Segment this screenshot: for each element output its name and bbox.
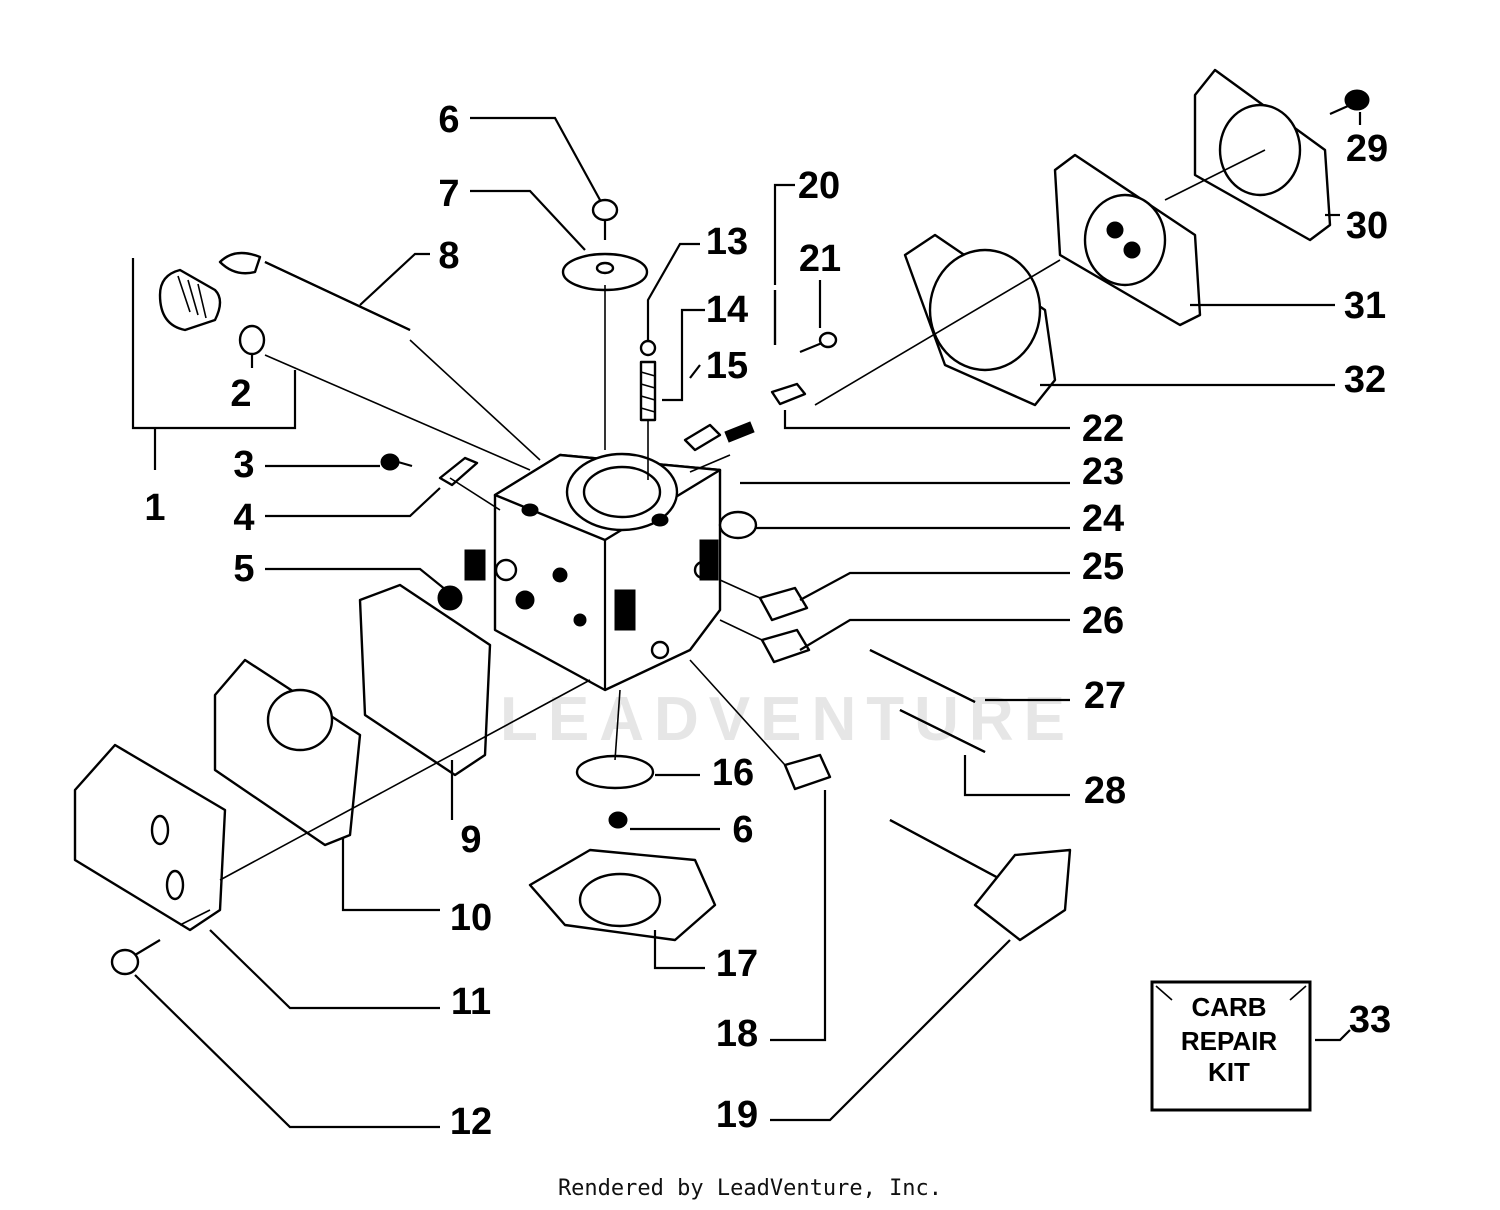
callout-20: 20	[798, 165, 840, 207]
callout-27: 27	[1084, 675, 1126, 717]
repair-kit-line-2: REPAIR	[1181, 1026, 1278, 1056]
carburetor-body	[464, 452, 722, 692]
check-ball-spring	[639, 339, 657, 422]
repair-kit-line-3: KIT	[1208, 1057, 1250, 1087]
callout-30: 30	[1346, 205, 1388, 247]
callout-5: 5	[233, 548, 254, 590]
callout-22: 22	[1082, 408, 1124, 450]
top-screw-washer	[561, 198, 649, 292]
callout-10: 10	[450, 897, 492, 939]
callout-19: 19	[716, 1094, 758, 1136]
callout-13: 13	[706, 221, 748, 263]
callout-25: 25	[1082, 546, 1124, 588]
repair-kit-line-1: CARB	[1191, 992, 1266, 1022]
callout-15: 15	[706, 345, 748, 387]
parts-drawings	[73, 68, 1370, 976]
callout-33: 33	[1349, 999, 1391, 1041]
callout-14: 14	[706, 289, 748, 331]
bottom-washer-screw	[575, 754, 655, 829]
callout-9: 9	[460, 819, 481, 861]
choke-shaft	[889, 819, 1072, 942]
callout-21: 21	[799, 238, 841, 280]
callout-11: 11	[451, 981, 491, 1023]
metering-cover	[73, 743, 227, 932]
callout-12: 12	[450, 1101, 492, 1143]
callout-23: 23	[1082, 451, 1124, 493]
callout-18: 18	[716, 1013, 758, 1055]
needle-springs	[758, 586, 832, 791]
callout-28: 28	[1084, 770, 1126, 812]
callout-24: 24	[1082, 498, 1124, 540]
pump-screw	[1329, 89, 1370, 116]
leader-lines	[131, 112, 1362, 1129]
adjust-needles	[869, 649, 986, 753]
cover-screw	[110, 939, 161, 976]
callout-4: 4	[233, 497, 254, 539]
callout-3: 3	[233, 444, 254, 486]
inlet-needle	[683, 421, 755, 452]
diaphragm-gasket	[213, 658, 362, 847]
callout-8: 8	[438, 235, 459, 277]
callout-26: 26	[1082, 600, 1124, 642]
metering-diaphragm	[358, 583, 492, 777]
fuel-fitting	[158, 268, 266, 356]
lever-assembly	[770, 290, 838, 406]
pump-body	[1053, 153, 1202, 327]
callout-6-bottom: 6	[732, 809, 753, 851]
plug-disc	[718, 510, 758, 540]
assembly-lines	[179, 149, 1266, 926]
throttle-shaft	[218, 251, 411, 331]
repair-kit-box: CARB REPAIR KIT	[1150, 980, 1312, 1112]
callout-31: 31	[1344, 285, 1386, 327]
callout-17: 17	[716, 943, 758, 985]
callout-numbers: 1 2 3 4 5 6 7 8 9 10 11 12 13 14 15 16 6…	[144, 99, 1391, 1143]
watermark: LEADVENTURE	[500, 685, 1075, 754]
small-spring	[437, 585, 463, 611]
callout-29: 29	[1346, 128, 1388, 170]
callout-7: 7	[438, 173, 459, 215]
callout-2: 2	[230, 373, 251, 415]
callout-32: 32	[1344, 359, 1386, 401]
pump-gasket	[903, 233, 1057, 407]
callout-1: 1	[144, 487, 165, 529]
footer-credit: Rendered by LeadVenture, Inc.	[557, 1176, 943, 1201]
flange-gasket	[528, 848, 717, 942]
pump-cover	[1193, 68, 1332, 242]
screw-bracket	[380, 453, 479, 487]
callout-16: 16	[712, 752, 754, 794]
callout-6: 6	[438, 99, 459, 141]
